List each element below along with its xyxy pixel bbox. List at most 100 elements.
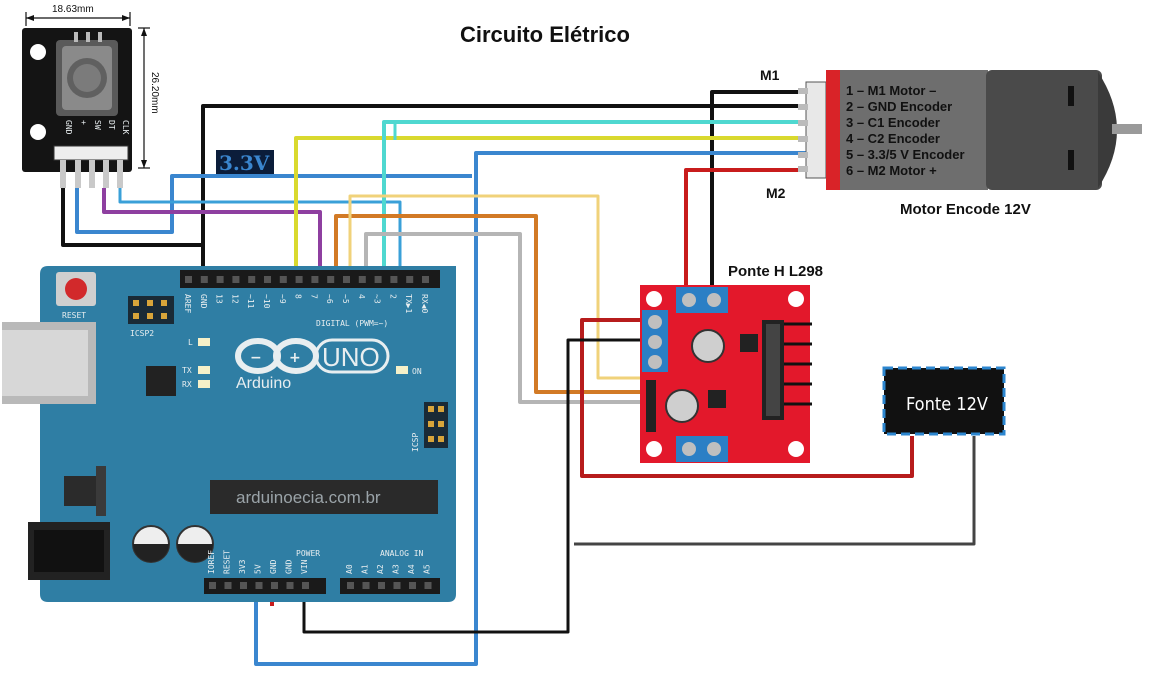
digital-pin-label: 8 xyxy=(294,294,303,299)
voltage-tag: 3.3V xyxy=(216,150,274,175)
digital-pin-label: ~11 xyxy=(246,294,255,309)
digital-pin-hole xyxy=(295,276,303,283)
digital-pin-hole xyxy=(185,276,192,283)
power-pin-hole xyxy=(209,582,216,589)
power-pin-hole xyxy=(240,582,247,589)
wire-orange-en xyxy=(334,214,648,394)
arduino-uno-board: RESET ICSP2 L TX RX − + UNO Arduino ON xyxy=(2,266,456,602)
wire-gray-in xyxy=(364,232,648,404)
on-label: ON xyxy=(412,367,422,376)
digital-pin-label: ~6 xyxy=(325,294,334,304)
wire-black-supply-gnd xyxy=(302,338,652,634)
power-pin-label: GND xyxy=(269,559,278,574)
digital-pin-hole xyxy=(279,276,287,283)
led-rx-label: RX xyxy=(182,380,192,389)
power-pin-label: RESET xyxy=(223,550,232,574)
encoder-pin-label: GND xyxy=(64,120,73,135)
digital-pin-label: TX▶1 xyxy=(404,294,413,313)
digital-pin-label: 13 xyxy=(215,294,224,304)
power-supply-label: Fonte 12V xyxy=(906,394,988,415)
motor-pin-label: 5 – 3.3/5 V Encoder xyxy=(846,147,965,162)
wires xyxy=(61,90,976,666)
power-pin-label: VIN xyxy=(300,559,309,574)
svg-text:+: + xyxy=(289,350,301,366)
digital-pin-hole xyxy=(390,276,398,283)
analog-pin-hole xyxy=(347,582,354,589)
power-pin-hole xyxy=(224,582,232,589)
analog-pin-hole xyxy=(409,582,416,589)
motor-pin-label: 4 – C2 Encoder xyxy=(846,131,940,146)
diagram-title: Circuito Elétrico xyxy=(460,22,630,47)
digital-header xyxy=(180,270,440,288)
motor-pin-label: 1 – M1 Motor – xyxy=(846,83,936,98)
digital-pin-label: ~9 xyxy=(278,294,287,304)
h-bridge-module xyxy=(640,285,812,463)
digital-pin-label: GND xyxy=(199,294,208,309)
wire-purple-sw xyxy=(102,188,322,280)
power-pin-label: IOREF xyxy=(207,550,216,574)
encoder-pin-label: SW xyxy=(93,120,102,130)
analog-pin-label: A5 xyxy=(423,564,432,574)
analog-pin-hole xyxy=(424,582,432,589)
wire-lightblue-dt xyxy=(118,188,402,280)
digital-pin-hole xyxy=(232,276,240,283)
power-pin-label: 5V xyxy=(254,564,263,574)
usb-chip xyxy=(146,366,176,396)
digital-pin-label: 4 xyxy=(357,294,366,299)
wire-lightyellow-in xyxy=(348,194,648,380)
digital-pin-label: 2 xyxy=(388,294,397,299)
digital-pin-label: AREF xyxy=(183,294,192,313)
analog-pin-label: A0 xyxy=(345,564,354,574)
power-label: POWER xyxy=(296,549,320,558)
power-pin-hole xyxy=(271,582,278,589)
motor-pin-label: 2 – GND Encoder xyxy=(846,99,952,114)
analog-pin-label: A4 xyxy=(407,564,416,574)
digital-pin-hole xyxy=(406,276,414,283)
bridge-capacitor xyxy=(691,329,725,363)
led-tx-label: TX xyxy=(182,366,192,375)
digital-pin-label: RX◀0 xyxy=(420,294,429,313)
h-bridge-label: Ponte H L298 xyxy=(728,263,823,280)
digital-pin-hole xyxy=(374,276,382,283)
wire-cyan-c1 xyxy=(382,120,808,280)
power-pin-hole xyxy=(302,582,309,589)
voltage-tag-text: 3.3V xyxy=(219,151,270,175)
analog-pin-hole xyxy=(362,582,370,589)
digital-pin-hole xyxy=(311,276,319,283)
digital-pin-label: ~5 xyxy=(341,294,350,304)
analog-label: ANALOG IN xyxy=(380,549,424,558)
digital-pin-label: 12 xyxy=(230,294,239,304)
motor-label: Motor Encode 12V xyxy=(900,201,1031,218)
wire-black-motor-m1 xyxy=(710,90,808,296)
power-pin-hole xyxy=(286,582,294,589)
icsp-label: ICSP xyxy=(411,433,420,452)
reset-label: RESET xyxy=(62,311,86,320)
led-l-label: L xyxy=(188,338,193,347)
wire-red-supply xyxy=(580,318,914,478)
digital-label: DIGITAL (PWM=~) xyxy=(316,319,388,328)
analog-pin-label: A3 xyxy=(392,564,401,574)
bridge-capacitor xyxy=(665,389,699,423)
uno-label: UNO xyxy=(322,342,380,372)
analog-pin-label: A1 xyxy=(361,564,370,574)
digital-pin-label: ~10 xyxy=(262,294,271,309)
digital-pin-hole xyxy=(248,276,256,283)
digital-pin-label: 7 xyxy=(309,294,318,299)
motor-pin-label: 3 – C1 Encoder xyxy=(846,115,940,130)
power-pin-hole xyxy=(255,582,263,589)
motor-m2-label: M2 xyxy=(766,185,786,201)
digital-pin-hole xyxy=(343,276,350,283)
digital-pin-label: ~3 xyxy=(373,294,382,304)
icsp2-label: ICSP2 xyxy=(130,329,154,338)
watermark-text: arduinoecia.com.br xyxy=(236,488,381,507)
encoder-pin-label: CLK xyxy=(121,120,130,135)
power-pin-label: GND xyxy=(285,559,294,574)
analog-pin-label: A2 xyxy=(376,564,385,574)
encoder-pin-label: DT xyxy=(107,120,116,130)
encoder-height-label: 26.20mm xyxy=(149,72,160,114)
wire-gray-supply-gnd xyxy=(574,436,976,546)
wire-blue-encoder-vcc xyxy=(75,174,472,234)
